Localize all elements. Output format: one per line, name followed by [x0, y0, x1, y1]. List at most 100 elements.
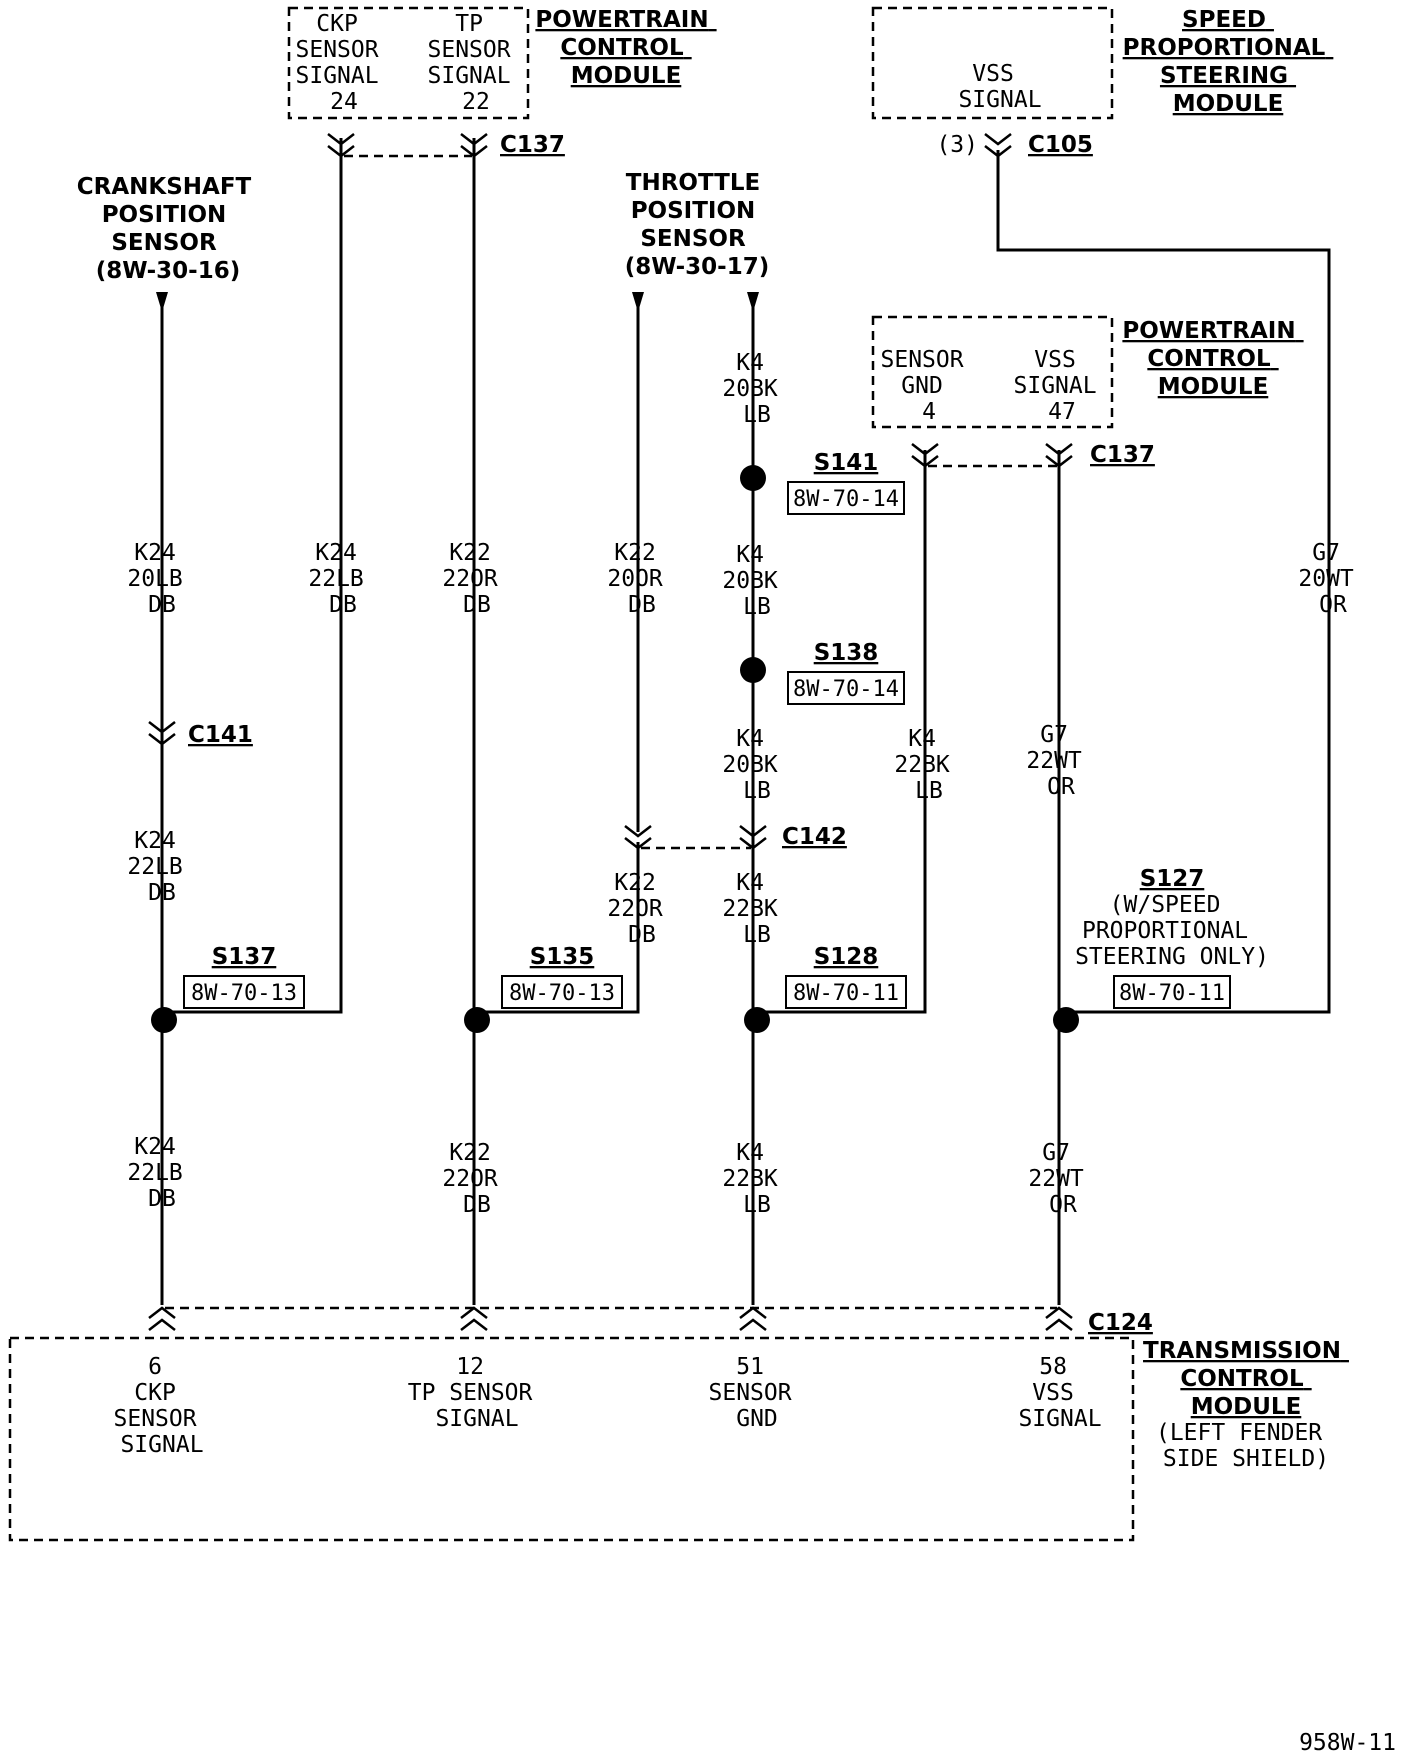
wire-label: K22 22OR DB: [442, 540, 511, 618]
wire-label: K24 22LB DB: [127, 828, 196, 906]
connector-labels: C137 (3) C105 C137 C141 C142 C124: [188, 132, 1155, 1336]
c141-label: C141: [188, 722, 253, 748]
s135-name: S135: [530, 944, 595, 970]
wire-label: K24 20LB DB: [127, 540, 196, 618]
splice-s135: [464, 1007, 490, 1033]
tcm-subtitle: (LEFT FENDER SIDE SHIELD): [1156, 1420, 1336, 1472]
c137-top-label: C137: [500, 132, 565, 158]
wire-label: K22 22OR DB: [607, 870, 676, 948]
pcm-right-labels: SENSOR GND 4 VSS SIGNAL 47 POWERTRAIN CO…: [881, 318, 1303, 425]
pcm-vss-pin-label: VSS SIGNAL 47: [1014, 347, 1111, 425]
tcm-pin-6-label: 6 CKP SENSOR SIGNAL: [114, 1354, 211, 1458]
c124-cavity-4: [1045, 1306, 1073, 1331]
c137-right-label: C137: [1090, 442, 1155, 468]
c142-cavity-1: [624, 825, 652, 850]
s141-ref: 8W-70-14: [793, 487, 899, 512]
c141-cavity: [148, 721, 176, 746]
s128-ref-box: [785, 975, 907, 1009]
wire-label: K22 20OR DB: [607, 540, 676, 618]
c137-right-cavity-2: [1045, 443, 1073, 468]
c137-top-cavity-2: [460, 133, 488, 158]
c137-top-cavity-1: [327, 133, 355, 158]
splice-s138: [740, 657, 766, 683]
pcm-right-box: [871, 315, 1114, 429]
s137-name: S137: [212, 944, 277, 970]
splice-dots: [151, 465, 1079, 1033]
splice-s141: [740, 465, 766, 491]
tcm-labels: 6 CKP SENSOR SIGNAL 12 TP SENSOR SIGNAL …: [114, 1338, 1349, 1472]
tcm-box: [8, 1336, 1135, 1542]
wire-label: K4 20BK LB: [722, 542, 791, 620]
pcm-tp-pin-label: TP SENSOR SIGNAL 22: [428, 11, 525, 115]
wire-label: G7 22WT OR: [1028, 1140, 1097, 1218]
ckp-sensor-title: CRANKSHAFT POSITION SENSOR (8W-30-16): [77, 174, 260, 284]
wire-label: K4 20BK LB: [722, 350, 791, 428]
connectors: [148, 133, 1073, 1331]
wire-pcm-ckp: [170, 138, 343, 1014]
tps-ground-pin: [747, 292, 759, 312]
s127-note: (W/SPEED PROPORTIONAL STEERING ONLY): [1075, 892, 1269, 970]
pcm-right-title: POWERTRAIN CONTROL MODULE: [1122, 318, 1303, 400]
wire-label: K22 22OR DB: [442, 1140, 511, 1218]
spsm-title: SPEED PROPORTIONAL STEERING MODULE: [1123, 7, 1334, 117]
pcm-top-title: POWERTRAIN CONTROL MODULE: [535, 7, 716, 89]
s137-ref: 8W-70-13: [191, 981, 297, 1006]
s135-ref-box: [501, 975, 623, 1009]
c105-cavity-label: (3): [936, 132, 978, 158]
tcm-pin-51-label: 51 SENSOR GND: [709, 1354, 806, 1432]
wire-label: K24 22LB DB: [308, 540, 377, 618]
tcm-pin-12-label: 12 TP SENSOR SIGNAL: [408, 1354, 546, 1432]
wire-labels: K24 20LB DB K24 22LB DB K22 22OR DB K22 …: [127, 350, 1367, 1218]
c124-cavity-2: [460, 1306, 488, 1331]
splice-s128: [744, 1007, 770, 1033]
c105-cavity: [984, 133, 1012, 158]
spsm-box: [871, 6, 1114, 120]
c142-cavity-2: [739, 825, 767, 850]
wire-label: G7 22WT OR: [1026, 722, 1095, 800]
s141-name: S141: [814, 450, 879, 476]
pcm-gnd-pin-label: SENSOR GND 4: [881, 347, 978, 425]
wire-label: G7 20WT OR: [1298, 540, 1367, 618]
tcm-pin-58-label: 58 VSS SIGNAL: [1018, 1354, 1101, 1432]
s127-ref-box: [1113, 975, 1231, 1009]
c124-cavity-3: [739, 1306, 767, 1331]
wire-spsm-vss: [996, 150, 1331, 1014]
tps-sensor-title: THROTTLE POSITION SENSOR (8W-30-17): [625, 170, 769, 280]
wire-label: K4 22BK LB: [894, 726, 963, 804]
splice-ref-boxes: [183, 481, 1231, 1009]
splice-labels: S141 8W-70-14 S138 8W-70-14 S137 8W-70-1…: [191, 450, 1269, 1006]
s127-name: S127: [1140, 866, 1205, 892]
module-boxes: [8, 6, 1135, 1542]
s135-ref: 8W-70-13: [509, 981, 615, 1006]
wire-tps-to-s135: [482, 842, 640, 1014]
splice-s127: [1053, 1007, 1079, 1033]
wire-label: K4 22BK LB: [722, 1140, 791, 1218]
figure-id: 958W-11: [1299, 1730, 1396, 1756]
c137-right-cavity-1: [911, 443, 939, 468]
s141-ref-box: [787, 481, 905, 515]
s138-name: S138: [814, 640, 879, 666]
c142-label: C142: [782, 824, 847, 850]
wire-label: K4 22BK LB: [722, 870, 791, 948]
splice-s137: [151, 1007, 177, 1033]
tcm-title: TRANSMISSION CONTROL MODULE: [1143, 1338, 1349, 1420]
s128-ref: 8W-70-11: [793, 981, 899, 1006]
wire-label: K24 22LB DB: [127, 1134, 196, 1212]
s127-ref: 8W-70-11: [1119, 981, 1225, 1006]
s137-ref-box: [183, 975, 305, 1009]
s138-ref-box: [787, 671, 905, 705]
c124-cavity-1: [148, 1306, 176, 1331]
spsm-labels: VSS SIGNAL SPEED PROPORTIONAL STEERING M…: [958, 7, 1334, 117]
s128-name: S128: [814, 944, 879, 970]
spsm-vss-pin-label: VSS SIGNAL: [958, 61, 1041, 113]
wire-label: K4 20BK LB: [722, 726, 791, 804]
ckp-sensor-pin: [156, 292, 168, 312]
c124-label: C124: [1088, 1310, 1153, 1336]
wire-pcm-gnd: [760, 450, 927, 1014]
c105-label: C105: [1028, 132, 1093, 158]
pcm-ckp-pin-label: CKP SENSOR SIGNAL 24: [296, 11, 393, 115]
pcm-top-labels: CKP SENSOR SIGNAL 24 TP SENSOR SIGNAL 22…: [296, 7, 716, 115]
pcm-top-box: [287, 6, 530, 120]
s138-ref: 8W-70-14: [793, 677, 899, 702]
